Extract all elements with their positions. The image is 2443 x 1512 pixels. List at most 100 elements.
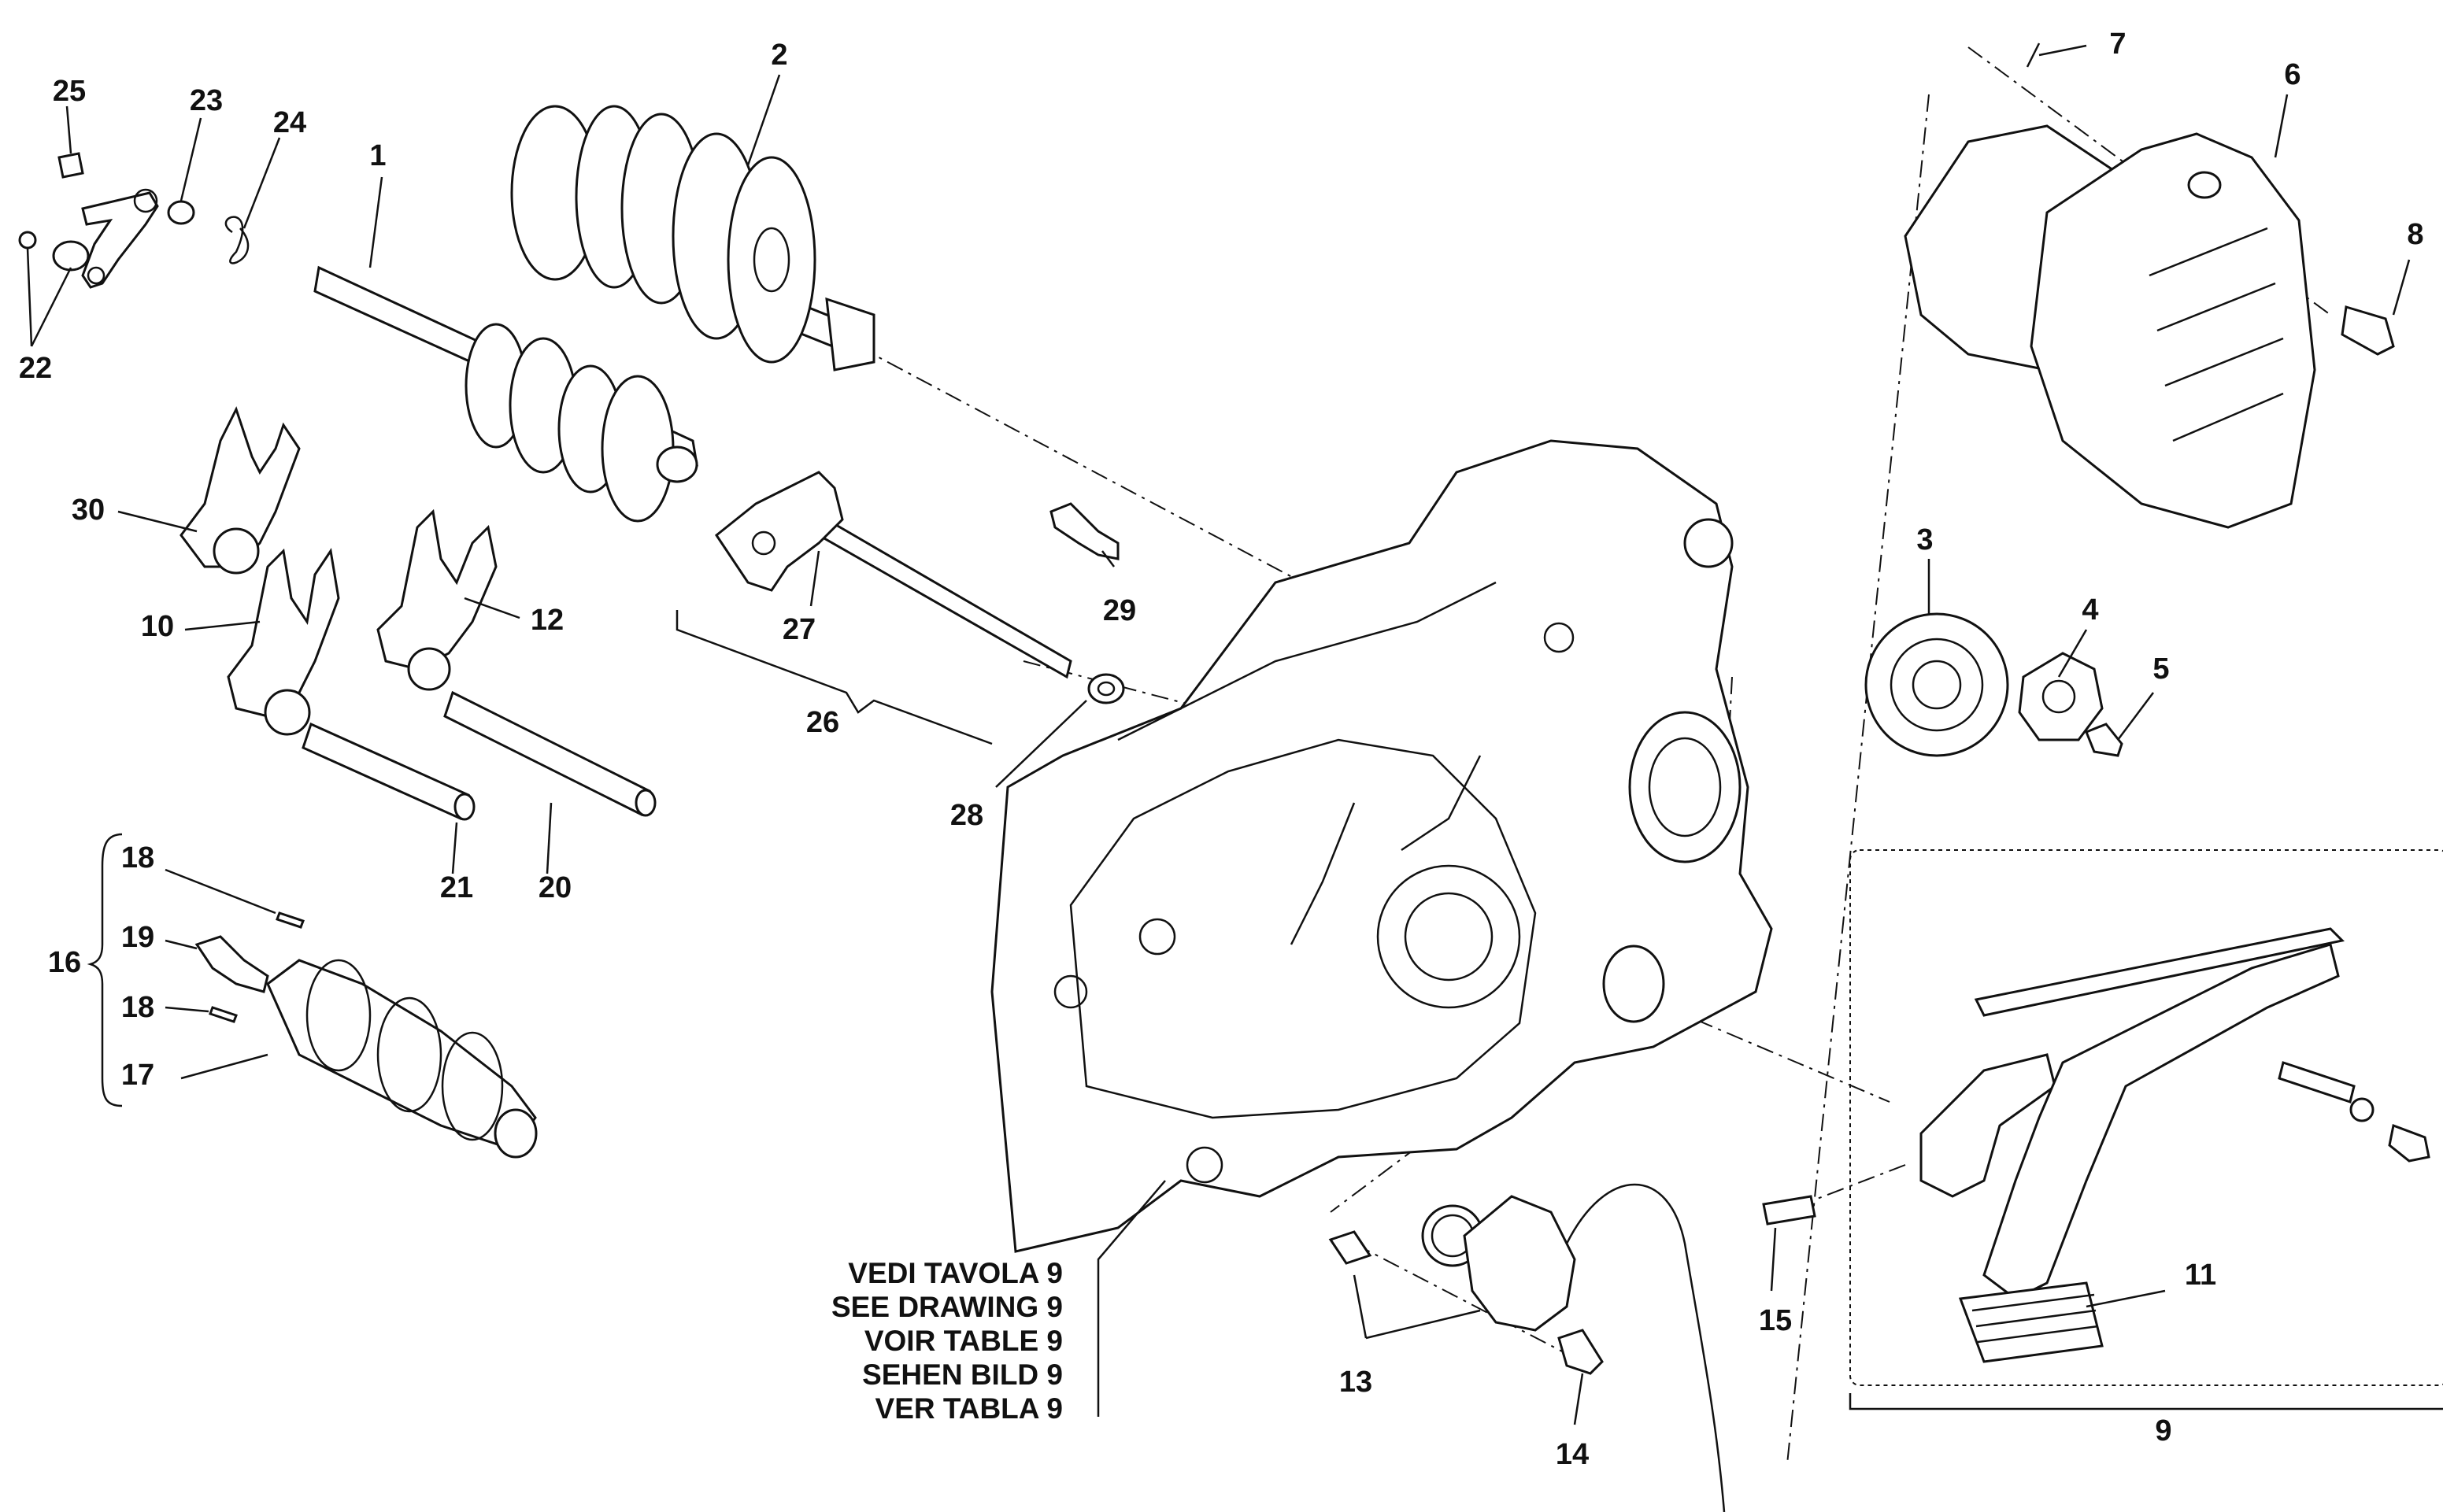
callout-13: 13 — [1339, 1366, 1372, 1399]
leader-15 — [1770, 1227, 1777, 1292]
lock-plate-4 — [2018, 652, 2104, 741]
note-line-fr: VOIR TABLE 9 — [864, 1325, 1063, 1357]
callout-19: 19 — [121, 921, 154, 954]
output-bearing-seat — [1628, 711, 1742, 863]
leader-lines — [26, 44, 2443, 1425]
leader-28 — [995, 700, 1087, 788]
leader-2 — [746, 74, 781, 166]
primary-shaft-assembly — [313, 265, 698, 523]
crankcase-hole-4 — [1543, 622, 1575, 653]
callout-23: 23 — [190, 84, 223, 117]
neutral-sensor-assembly — [1328, 1183, 1726, 1512]
note-line-it: VEDI TAVOLA 9 — [848, 1257, 1063, 1289]
note-line-en: SEE DRAWING 9 — [831, 1291, 1063, 1323]
callout-12: 12 — [531, 604, 564, 637]
crankcase-rib-1 — [1401, 755, 1482, 852]
bolt-15 — [1762, 1195, 1816, 1225]
lever-pivot-pin — [2278, 1061, 2356, 1104]
output-bearing-bore — [1648, 737, 1722, 837]
callout-1: 1 — [369, 139, 386, 172]
sprocket-3 — [1864, 612, 2009, 757]
leader-note — [1097, 1180, 1166, 1417]
callout-26: 26 — [806, 706, 839, 739]
selector-shaft-rod — [817, 517, 1072, 679]
bolt-14 — [1557, 1329, 1604, 1375]
leader-29 — [1101, 550, 1115, 567]
sensor-wire — [1565, 1183, 1726, 1512]
fork-shaft-21 — [302, 722, 470, 821]
callout-numbers: 1 2 3 4 5 6 7 8 9 10 11 12 13 14 15 16 1… — [19, 28, 2424, 1471]
secondary-gear-cluster — [510, 105, 875, 372]
shift-fork-30 — [180, 406, 301, 575]
sprocket-assembly — [1864, 612, 2123, 757]
leader-10 — [184, 620, 261, 631]
shift-drum-17 — [266, 959, 537, 1151]
callout-21: 21 — [440, 871, 473, 904]
crankcase-bearing-ring — [1376, 864, 1521, 1009]
leader-23 — [180, 117, 202, 201]
leader-27 — [809, 550, 820, 607]
callout-16: 16 — [48, 946, 81, 979]
detent-lever — [81, 191, 159, 289]
washer-23 — [167, 200, 195, 225]
screw-5 — [2085, 723, 2123, 757]
leader-6 — [2274, 94, 2289, 158]
screw-29 — [1049, 502, 1120, 560]
leader-8 — [2392, 259, 2411, 316]
leader-30 — [117, 510, 198, 533]
lever-washer — [2349, 1097, 2375, 1122]
callout-15: 15 — [1759, 1304, 1792, 1337]
callout-27: 27 — [783, 613, 816, 646]
shift-fork-12 — [376, 508, 498, 691]
lever-group-frame-9 — [1849, 849, 2443, 1386]
leader-1 — [368, 176, 383, 268]
leader-7 — [2038, 44, 2087, 57]
callout-8: 8 — [2407, 218, 2423, 251]
leader-19 — [165, 939, 198, 950]
bracket-26 — [676, 610, 993, 745]
callout-22: 22 — [19, 352, 52, 385]
leader-21 — [451, 822, 458, 874]
callout-17: 17 — [121, 1059, 154, 1092]
note-line-de: SEHEN BILD 9 — [862, 1359, 1063, 1391]
callout-28: 28 — [950, 799, 983, 832]
callout-30: 30 — [72, 494, 105, 527]
callout-2: 2 — [771, 39, 787, 72]
linkage-rod — [1974, 927, 2345, 1017]
selector-shaft-bore — [1602, 945, 1665, 1023]
gasket-tab-7 — [2026, 43, 2041, 68]
bracket-16 — [87, 833, 123, 1107]
note-line-es: VER TABLA 9 — [875, 1392, 1063, 1425]
callout-29: 29 — [1103, 594, 1136, 627]
screw-19 — [194, 935, 269, 993]
crankcase-hole-2 — [1186, 1146, 1223, 1184]
neutral-sensor-body — [1463, 1195, 1576, 1332]
callout-18-lower: 18 — [121, 991, 154, 1024]
crankcase-gasket-line — [1117, 581, 1497, 741]
sprocket-cover-6 — [2030, 132, 2316, 529]
washer-22 — [52, 240, 90, 272]
crankcase-outline — [990, 439, 1773, 1253]
callout-7: 7 — [2109, 28, 2126, 61]
shift-drum-assembly — [194, 911, 538, 1159]
callout-4: 4 — [2082, 593, 2098, 627]
crankcase — [990, 439, 1773, 1253]
fork-shaft-20 — [443, 690, 651, 817]
pin-18-lower — [209, 1006, 238, 1023]
callout-25: 25 — [53, 75, 86, 108]
leader-13 — [1353, 1274, 1481, 1340]
callout-11: 11 — [2185, 1259, 2216, 1292]
callout-14: 14 — [1556, 1438, 1589, 1471]
lever-pivot-bolt — [2388, 1123, 2430, 1163]
washer-28 — [1087, 673, 1125, 704]
leader-25 — [65, 105, 72, 154]
crankcase-rib-2 — [1290, 802, 1356, 945]
crankcase-inner-wall — [1069, 738, 1537, 1119]
leader-9 — [1849, 1393, 2443, 1410]
callout-10: 10 — [141, 610, 174, 643]
lever-bracket — [1919, 1053, 2056, 1198]
crankcase-hole-3 — [1053, 974, 1088, 1009]
leader-24 — [242, 137, 281, 229]
leader-18b — [165, 1006, 209, 1013]
